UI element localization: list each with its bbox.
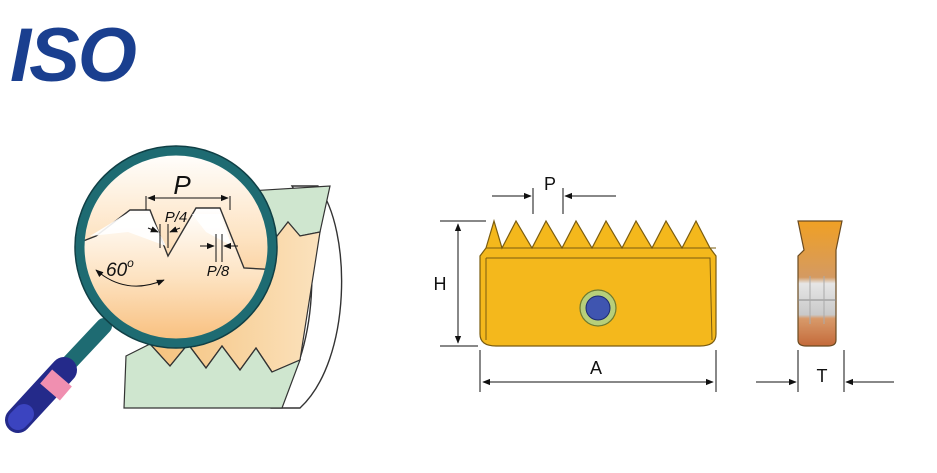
thread-insert-side: T [756,220,894,392]
thread-quarter-pitch-label: P/4 [165,209,188,226]
insert-body [479,218,717,347]
handle-band [40,369,72,401]
workpiece-thread-flank [149,343,273,373]
insert-height-label: H [434,274,447,294]
magnifier-handle [5,318,112,433]
magnifier-ring [75,146,277,348]
page-title: ISO [10,13,137,98]
insert-length-label: A [590,358,602,378]
thread-insert-front: P H A [434,174,717,392]
thread-eighth-pitch-label: P/8 [207,263,230,280]
insert-thickness-label: T [817,366,828,386]
thread-pitch-label: P [173,170,191,200]
insert-side-body [797,220,843,347]
thread-angle-label: 60o [106,256,134,281]
insert-pitch-label: P [544,174,556,194]
magnifier-icon: P P/4 P/8 60o [5,145,278,433]
insert-hole [585,295,611,321]
